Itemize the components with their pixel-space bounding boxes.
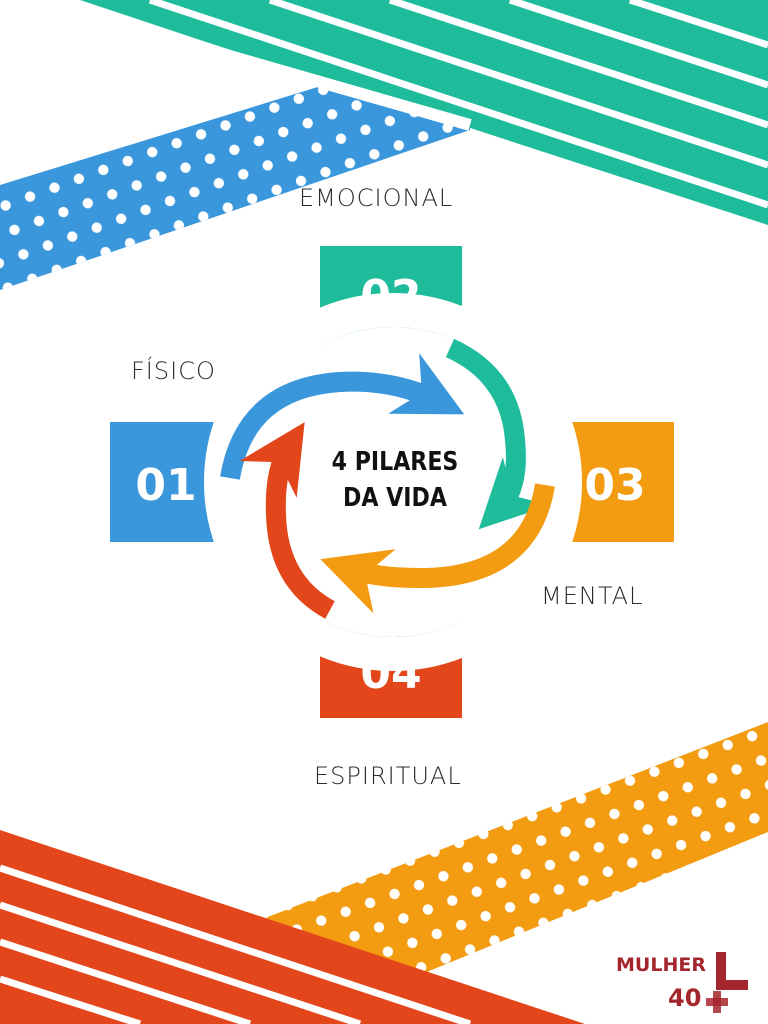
mulher-40-logo: MULHER 40 xyxy=(612,950,752,1020)
label-mental: MENTAL xyxy=(541,582,644,610)
pillar-number-03: 03 xyxy=(584,460,646,511)
label-espiritual: ESPIRITUAL xyxy=(314,762,462,790)
pillar-number-02: 02 xyxy=(360,271,422,322)
center-title-line-2: DA VIDA xyxy=(343,483,447,513)
center-title: 4 PILARES DA VIDA xyxy=(319,444,472,516)
red-striped-band xyxy=(0,830,585,1024)
pillar-number-01: 01 xyxy=(135,460,197,511)
pillar-number-04: 04 xyxy=(360,648,422,699)
arrow-red xyxy=(239,422,336,619)
arrow-teal xyxy=(445,338,551,530)
blue-dotted-band xyxy=(0,40,470,290)
pillar-box-01 xyxy=(110,422,222,542)
center-ring xyxy=(204,293,582,671)
teal-striped-band xyxy=(13,0,768,225)
logo-text-40: 40 xyxy=(668,984,702,1012)
logo-plus-mark xyxy=(706,952,748,1013)
arrow-orange xyxy=(320,483,555,614)
center-title-line-1: 4 PILARES xyxy=(331,447,459,477)
label-fisico: FÍSICO xyxy=(131,357,216,385)
logo-text-mulher: MULHER xyxy=(616,954,706,976)
label-emocional: EMOCIONAL xyxy=(299,184,454,212)
orange-dotted-band xyxy=(250,722,768,1024)
